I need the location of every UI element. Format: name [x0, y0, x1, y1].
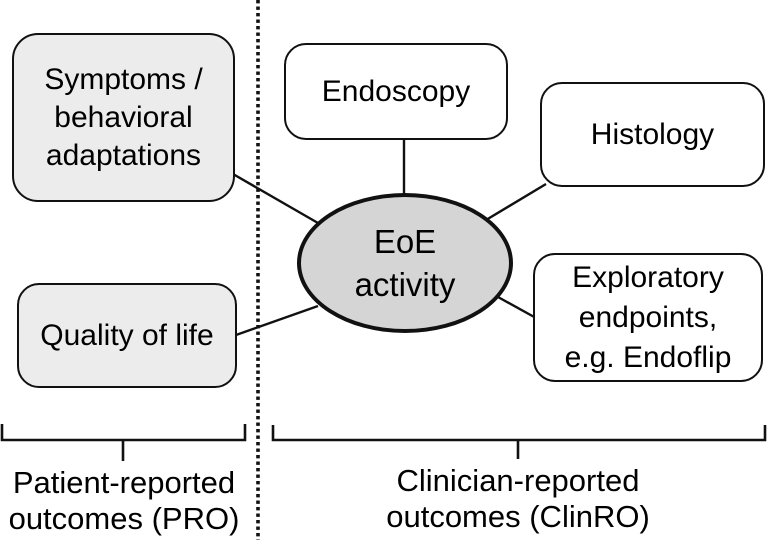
eoe-activity-line-2: activity — [354, 266, 456, 303]
clinro-group-label: Clinician-reported outcomes (ClinRO) — [383, 463, 653, 535]
clinro-label-line-2: outcomes (ClinRO) — [386, 499, 650, 534]
pro-label-line-1: Patient-reported — [12, 465, 236, 500]
endoscopy-label: Endoscopy — [321, 74, 471, 108]
group-brackets — [0, 424, 767, 461]
exploratory-line-1: Exploratory — [572, 260, 724, 294]
exploratory-line-2: endpoints, — [578, 300, 718, 334]
connector-exploratory — [497, 295, 537, 320]
quality-of-life-label: Quality of life — [40, 318, 214, 352]
symptoms-line-2: behavioral — [54, 100, 193, 134]
histology-label: Histology — [590, 117, 715, 151]
quality-of-life-box: Quality of life — [17, 283, 237, 388]
endoscopy-box: Endoscopy — [284, 43, 508, 140]
clinro-label-line-1: Clinician-reported — [396, 463, 640, 498]
pro-group-label: Patient-reported outcomes (PRO) — [0, 465, 252, 537]
eoe-activity-line-1: EoE — [373, 223, 437, 260]
symptoms-line-3: adaptations — [45, 138, 202, 172]
symptoms-line-1: Symptoms / — [44, 62, 203, 96]
pro-label-line-2: outcomes (PRO) — [8, 501, 240, 536]
eoe-activity-ellipse: EoE activity — [297, 193, 513, 333]
connector-symptoms — [232, 172, 319, 225]
exploratory-line-3: e.g. Endoflip — [564, 340, 732, 374]
clinro-bracket — [271, 425, 767, 459]
connector-histology — [480, 182, 547, 225]
symptoms-box: Symptoms / behavioral adaptations — [12, 33, 235, 202]
pro-bracket — [0, 424, 247, 461]
histology-box: Histology — [540, 82, 765, 187]
connector-quality — [235, 304, 319, 337]
exploratory-endpoints-box: Exploratory endpoints, e.g. Endoflip — [533, 253, 763, 382]
connector-lines — [232, 139, 547, 337]
